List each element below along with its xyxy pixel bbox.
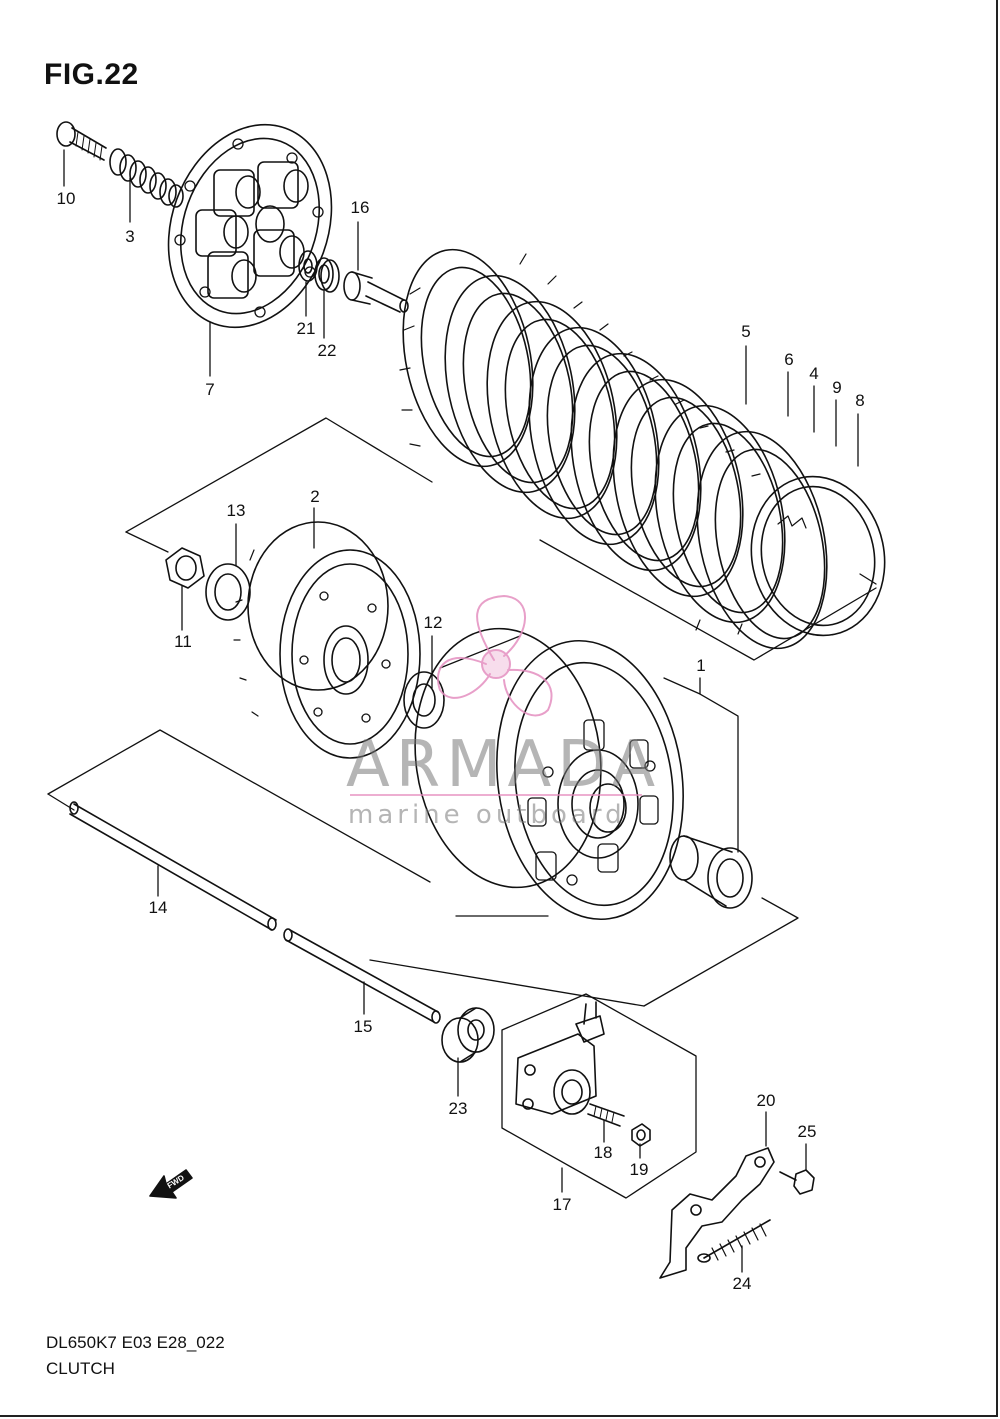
callout-16: 16 [350, 198, 370, 217]
group-outline-clutch-housing [47, 677, 799, 1007]
fwd-arrow-icon: FWD [149, 1169, 193, 1199]
callout-9: 9 [832, 378, 842, 397]
nut-19 [631, 1123, 651, 1147]
callout-4: 4 [809, 364, 819, 383]
callout-13: 13 [226, 501, 246, 520]
callout-2: 2 [310, 487, 320, 506]
callout-25: 25 [797, 1122, 817, 1141]
lock-washer-13 [205, 563, 251, 621]
spring-3 [109, 148, 184, 208]
watermark-logo-icon [437, 595, 553, 717]
callout-15: 15 [353, 1017, 373, 1036]
callout-10: 10 [56, 189, 76, 208]
watermark-accent-line [350, 794, 642, 796]
callout-12: 12 [423, 613, 443, 632]
bearing-22 [314, 257, 340, 293]
group-outline-release-cylinder [501, 993, 697, 1199]
watermark-name: ARMADA [346, 728, 662, 802]
pressure-plate [167, 123, 333, 329]
spring-24 [697, 1219, 771, 1263]
release-cylinder-17 [515, 1001, 605, 1115]
watermark-subtitle: marine outboard [348, 800, 626, 830]
callout-24: 24 [732, 1274, 752, 1293]
callout-17: 17 [552, 1195, 572, 1214]
spring-bosses [195, 161, 309, 299]
callout-14: 14 [148, 898, 168, 917]
callout-6: 6 [784, 350, 794, 369]
callout-18: 18 [593, 1143, 613, 1162]
callout-20: 20 [756, 1091, 776, 1110]
washer-12 [403, 671, 445, 729]
figure-title: FIG.22 [44, 58, 139, 91]
callout-3: 3 [125, 227, 135, 246]
bolt-25 [779, 1169, 815, 1195]
diagram-name: CLUTCH [46, 1359, 115, 1378]
callout-22: 22 [317, 341, 337, 360]
callout-11: 11 [174, 632, 192, 651]
callout-1: 1 [696, 656, 706, 675]
push-piece-16 [343, 271, 409, 313]
clutch-plate-stack [399, 248, 886, 650]
spacer-sleeve [669, 835, 753, 909]
bolt-18 [587, 1103, 625, 1127]
callout-19: 19 [629, 1160, 649, 1179]
callout-21: 21 [296, 319, 316, 338]
leader-lines [63, 149, 859, 1273]
oil-seal-23 [441, 1007, 495, 1063]
clutch-housing-1 [414, 627, 684, 921]
clutch-sleeve-hub-2 [233, 521, 421, 759]
callout-7: 7 [205, 380, 215, 399]
group-outline-plates [125, 417, 877, 661]
bolt-10 [56, 121, 107, 161]
callout-8: 8 [855, 391, 865, 410]
diagram-code: DL650K7 E03 E28_022 [46, 1333, 225, 1352]
callout-5: 5 [741, 322, 751, 341]
push-rod-14 [69, 801, 277, 931]
callout-23: 23 [448, 1099, 468, 1118]
push-rod-15 [283, 928, 441, 1024]
bracket-20 [659, 1147, 775, 1279]
nut-11 [165, 547, 205, 589]
